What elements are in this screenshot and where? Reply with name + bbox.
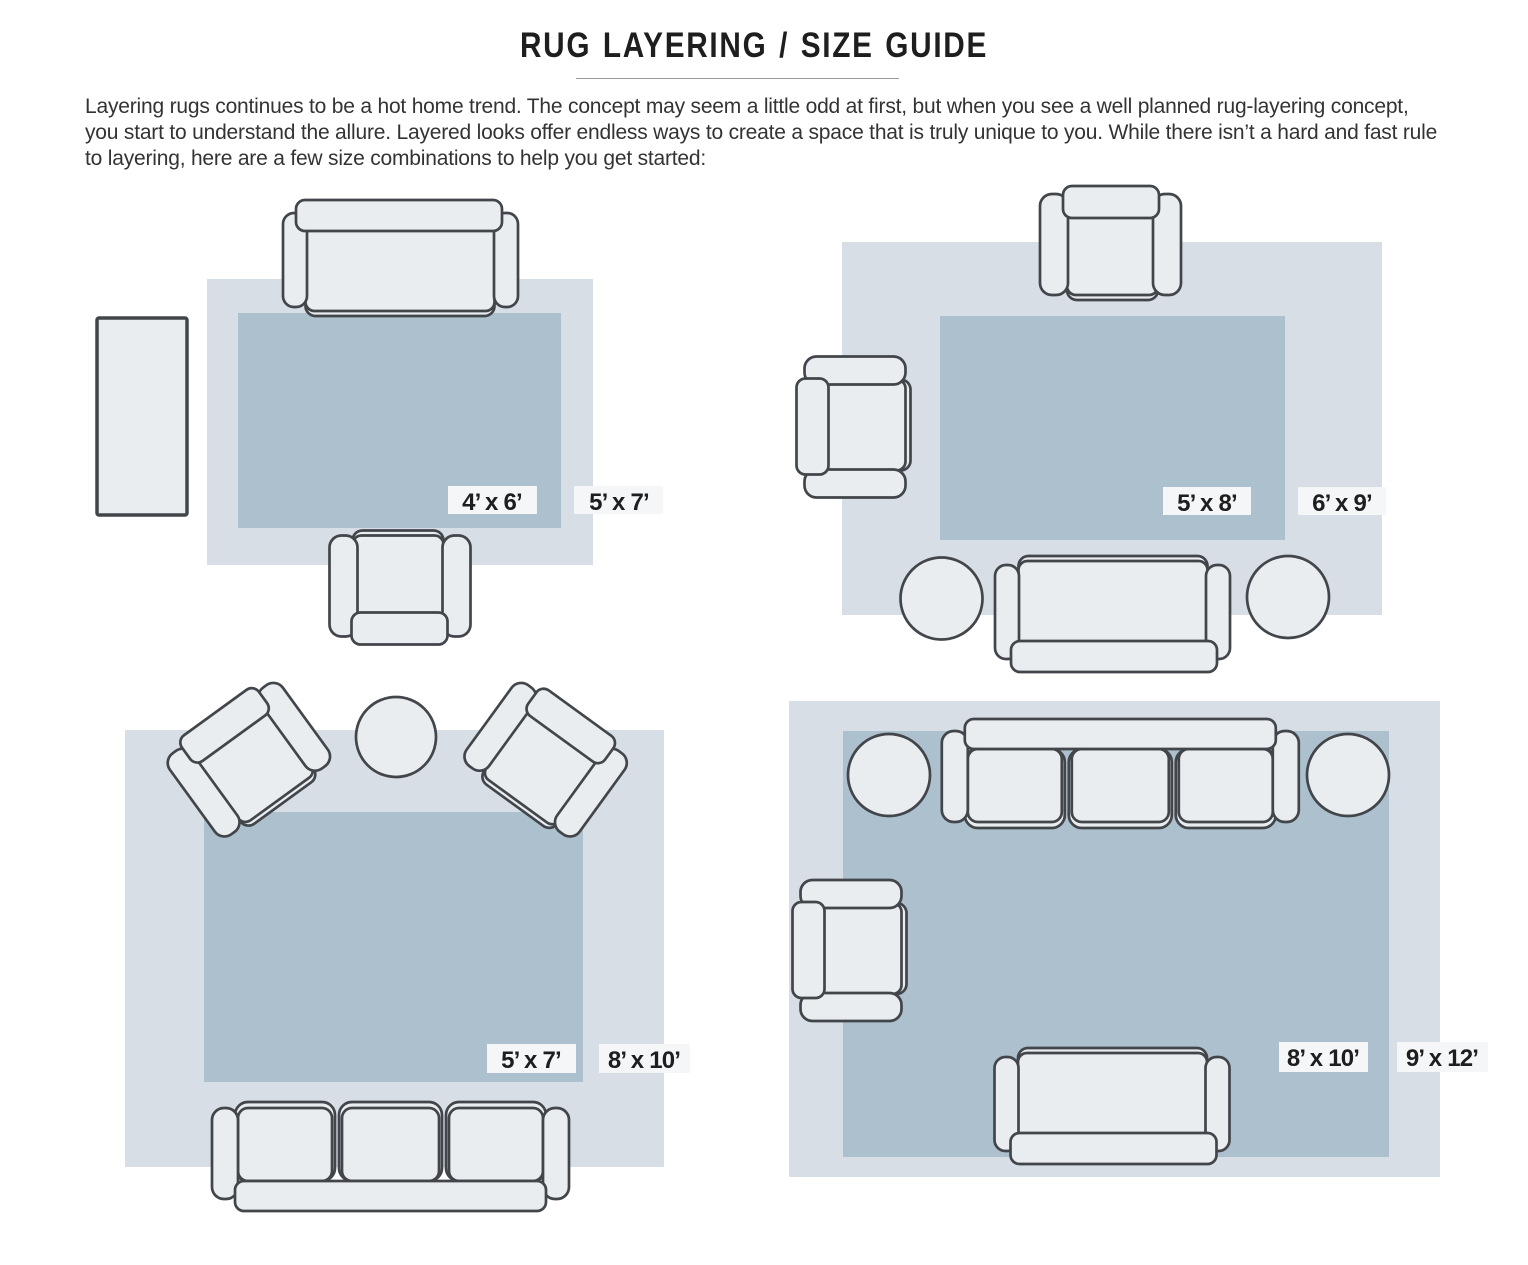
svg-text:5’ x 8’: 5’ x 8’ — [1177, 490, 1237, 517]
svg-text:8’ x 10’: 8’ x 10’ — [1287, 1045, 1359, 1072]
svg-text:5’ x 7’: 5’ x 7’ — [589, 489, 649, 516]
svg-text:9’ x 12’: 9’ x 12’ — [1406, 1045, 1478, 1072]
svg-text:5’ x 7’: 5’ x 7’ — [501, 1047, 561, 1074]
svg-text:4’ x 6’: 4’ x 6’ — [462, 489, 522, 516]
svg-text:8’ x 10’: 8’ x 10’ — [608, 1047, 680, 1074]
svg-text:6’ x 9’: 6’ x 9’ — [1312, 490, 1372, 517]
